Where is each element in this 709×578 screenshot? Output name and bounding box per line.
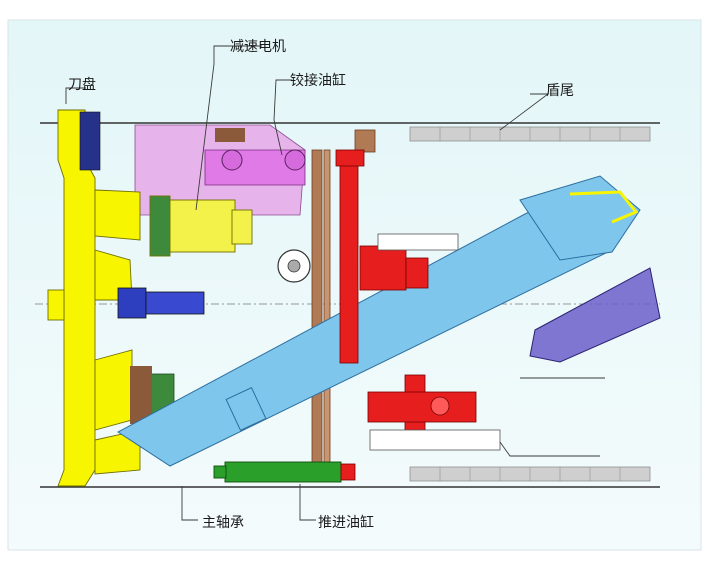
hinge-cylinder-assembly — [134, 124, 306, 216]
lower-frame — [369, 429, 501, 451]
shield-tail-dividers — [439, 127, 621, 481]
tail-lifting-device — [569, 190, 639, 224]
cutterhead — [47, 109, 141, 487]
label-thrust-cylinder: 推进油缸 — [318, 515, 374, 531]
red-assemblies — [335, 149, 477, 436]
label-hinge-cylinder: 铰接油缸 — [290, 73, 346, 89]
callout-leader-lines — [65, 45, 605, 521]
label-shield-tail: 盾尾 — [546, 83, 574, 99]
segment-erector-arm — [529, 267, 661, 363]
screw-conveyor-head — [519, 175, 641, 261]
screw-conveyor-inspection-box — [225, 387, 267, 431]
pump-wheel-hub — [287, 259, 301, 273]
label-reducer-motor: 减速电机 — [230, 39, 286, 55]
label-main-bearing: 主轴承 — [202, 515, 244, 531]
thrust-cylinder — [213, 461, 356, 483]
label-cutterhead: 刀盘 — [68, 77, 96, 93]
center-drive-motor — [117, 287, 205, 319]
grouting-frame — [377, 233, 459, 251]
reducer-motor — [149, 195, 253, 257]
cutterhead-top-block — [79, 111, 101, 171]
